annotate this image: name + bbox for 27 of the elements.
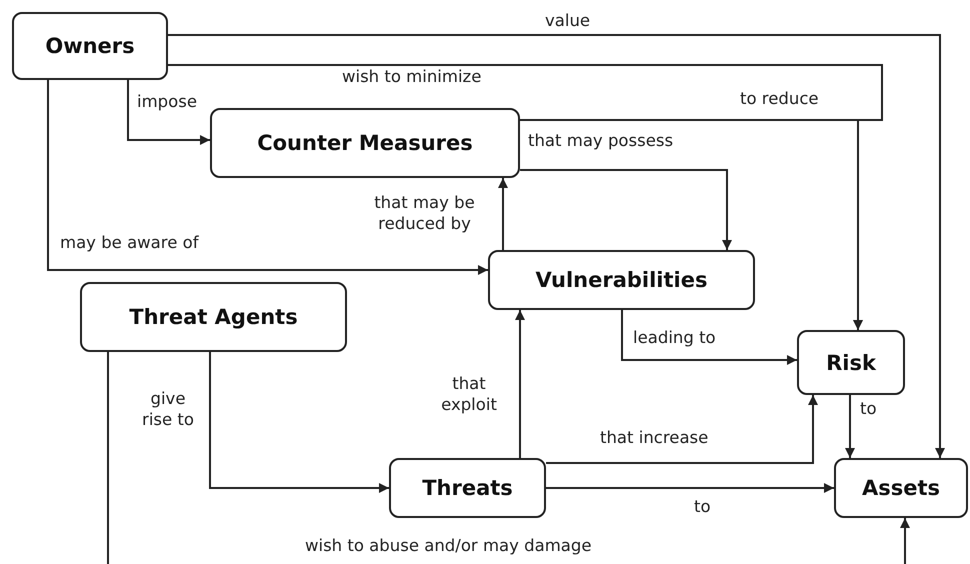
concept-box (80, 282, 347, 352)
node-label: Risk (826, 350, 876, 374)
arrow (107, 352, 910, 564)
arrow (520, 119, 863, 330)
arrow (546, 483, 834, 493)
arrow (168, 34, 945, 458)
node-label: Owners (45, 34, 135, 58)
arrow (621, 310, 797, 365)
arrow (127, 80, 210, 145)
arrow (845, 395, 855, 458)
arrow (47, 80, 488, 275)
node-label: Threats (422, 476, 513, 500)
arrow (498, 178, 508, 250)
arrow (520, 169, 732, 250)
concept-box (12, 12, 168, 80)
arrow (546, 395, 818, 464)
arrow (515, 310, 525, 458)
concept-box (488, 250, 755, 310)
concept-box (797, 330, 905, 395)
concept-box (834, 458, 968, 518)
node-label: Vulnerabilities (536, 268, 708, 292)
node-label: Assets (862, 476, 940, 500)
concept-box (210, 108, 520, 178)
concept-box (389, 458, 546, 518)
node-label: Counter Measures (257, 131, 473, 155)
node-label: Threat Agents (129, 305, 298, 329)
arrow (209, 352, 389, 493)
